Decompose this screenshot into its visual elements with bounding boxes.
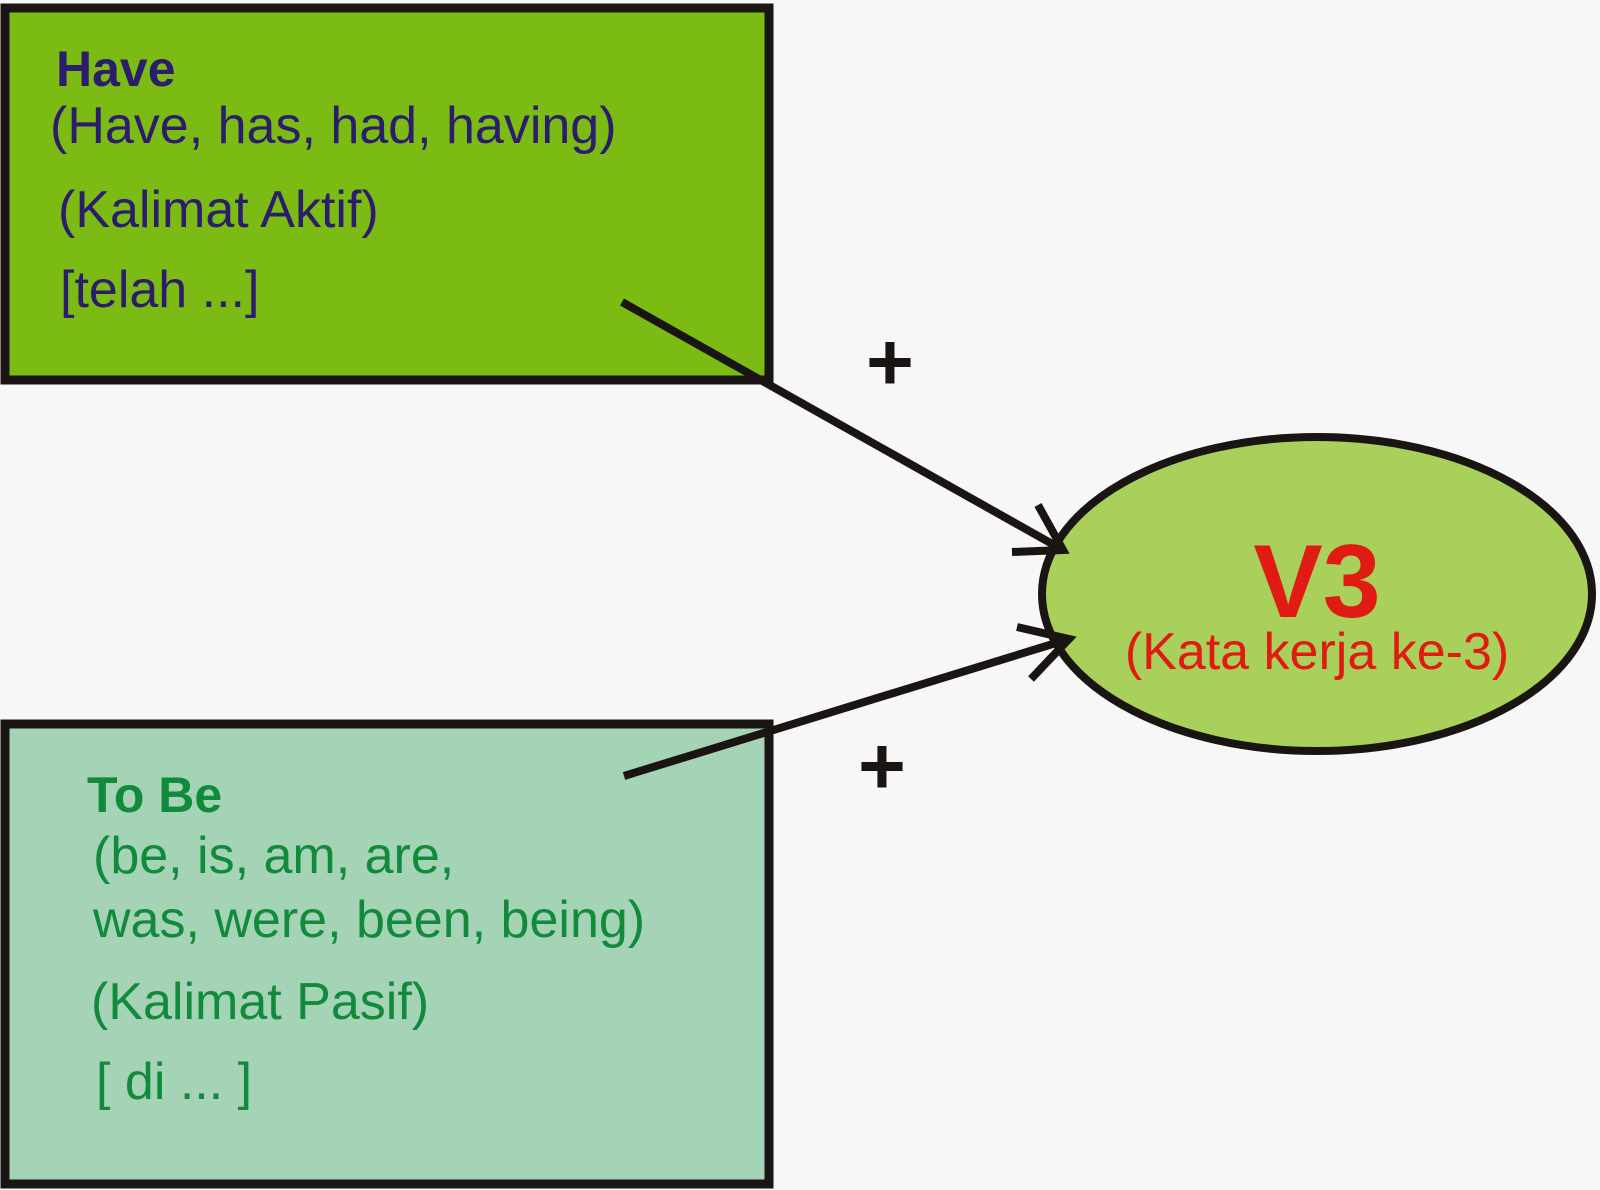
- tobe-arrow-line: [622, 635, 1071, 780]
- tobe-title: To Be: [87, 767, 223, 823]
- tobe-meaning: [ di ... ]: [96, 1053, 253, 1111]
- have-title: Have: [56, 41, 176, 97]
- tobe-sentence-type: (Kalimat Pasif): [91, 973, 430, 1031]
- have-box: [0, 3, 774, 385]
- tobe-forms-line1: (be, is, am, are,: [93, 827, 455, 885]
- tobe-forms-line2: was, were, been, being): [93, 891, 646, 949]
- have-forms: (Have, has, had, having): [50, 97, 617, 155]
- v3-subtitle: (Kata kerja ke-3): [1124, 623, 1510, 681]
- have-arrow-head: [1011, 503, 1070, 556]
- tobe-box: [0, 719, 774, 1189]
- v3-ellipse: [1038, 433, 1596, 755]
- tobe-arrow-head: [1016, 623, 1077, 682]
- have-meaning: [telah ...]: [60, 261, 260, 319]
- have-sentence-type: (Kalimat Aktif): [58, 181, 379, 239]
- plus-sign-top: +: [866, 317, 914, 408]
- plus-sign-bottom: +: [858, 721, 906, 812]
- v3-title: V3: [1253, 524, 1381, 640]
- have-arrow-line: [620, 298, 1065, 554]
